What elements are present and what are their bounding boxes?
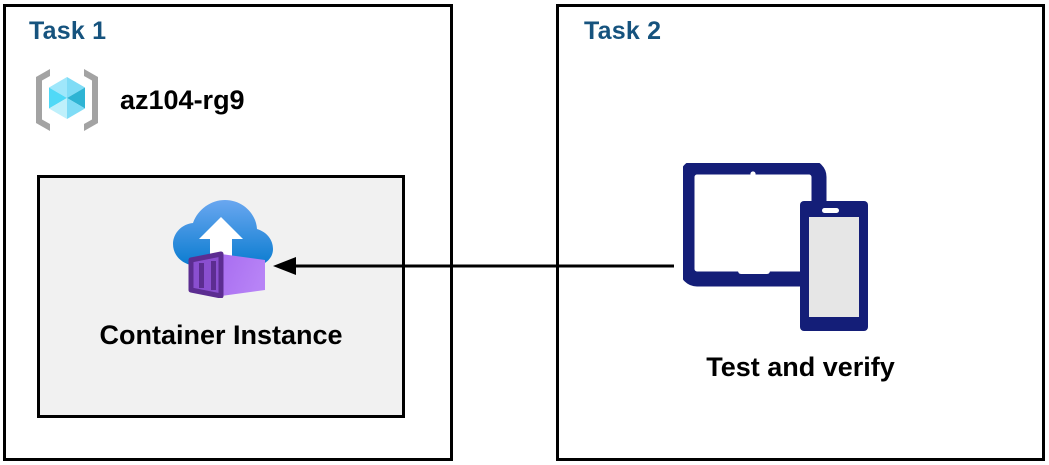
- test-and-verify-label: Test and verify: [706, 352, 895, 382]
- container-instance-box: Container Instance: [37, 175, 405, 418]
- tablet-and-phone-icon: [683, 163, 868, 331]
- azure-container-instance-icon: [173, 200, 273, 298]
- resource-group-label: az104-rg9: [120, 84, 245, 115]
- panel-title-task-2: Task 2: [584, 17, 662, 45]
- resource-group-row: az104-rg9: [30, 62, 330, 138]
- panel-title-task-1: Task 1: [29, 17, 107, 45]
- azure-resource-group-icon: [36, 69, 98, 131]
- container-instance-label: Container Instance: [99, 320, 343, 350]
